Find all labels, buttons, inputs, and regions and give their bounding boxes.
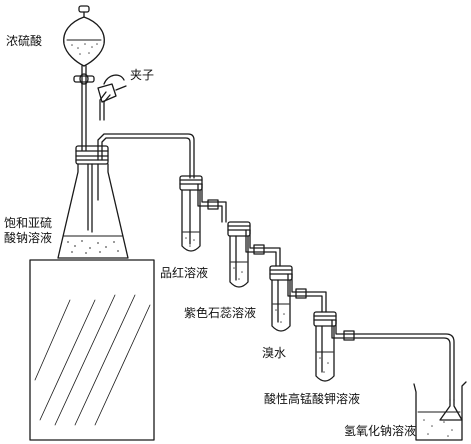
label-kmno4: 酸性高锰酸钾溶液: [264, 392, 361, 406]
label-conc-h2so4: 浓硫酸: [6, 34, 43, 48]
label-clamp: 夹子: [130, 68, 155, 82]
test-tube-1: [179, 175, 227, 252]
beaker: [413, 381, 467, 441]
delivery-tube-1: [97, 91, 195, 179]
test-tube-4: [313, 311, 455, 401]
label-litmus: 紫色石蕊溶液: [184, 306, 257, 320]
label-bromine: 溴水: [262, 346, 287, 360]
label-magenta: 品红溶液: [160, 266, 209, 280]
label-na2so3: 饱和亚硫酸钠溶液: [4, 216, 53, 245]
test-tube-2: [227, 221, 281, 288]
conical-flask: [57, 145, 129, 259]
stand-block: [29, 259, 155, 441]
clamp: [97, 74, 127, 103]
separatory-funnel: [63, 5, 105, 151]
test-tube-3: [269, 265, 327, 332]
label-naoh: 氢氧化钠溶液: [344, 424, 417, 438]
